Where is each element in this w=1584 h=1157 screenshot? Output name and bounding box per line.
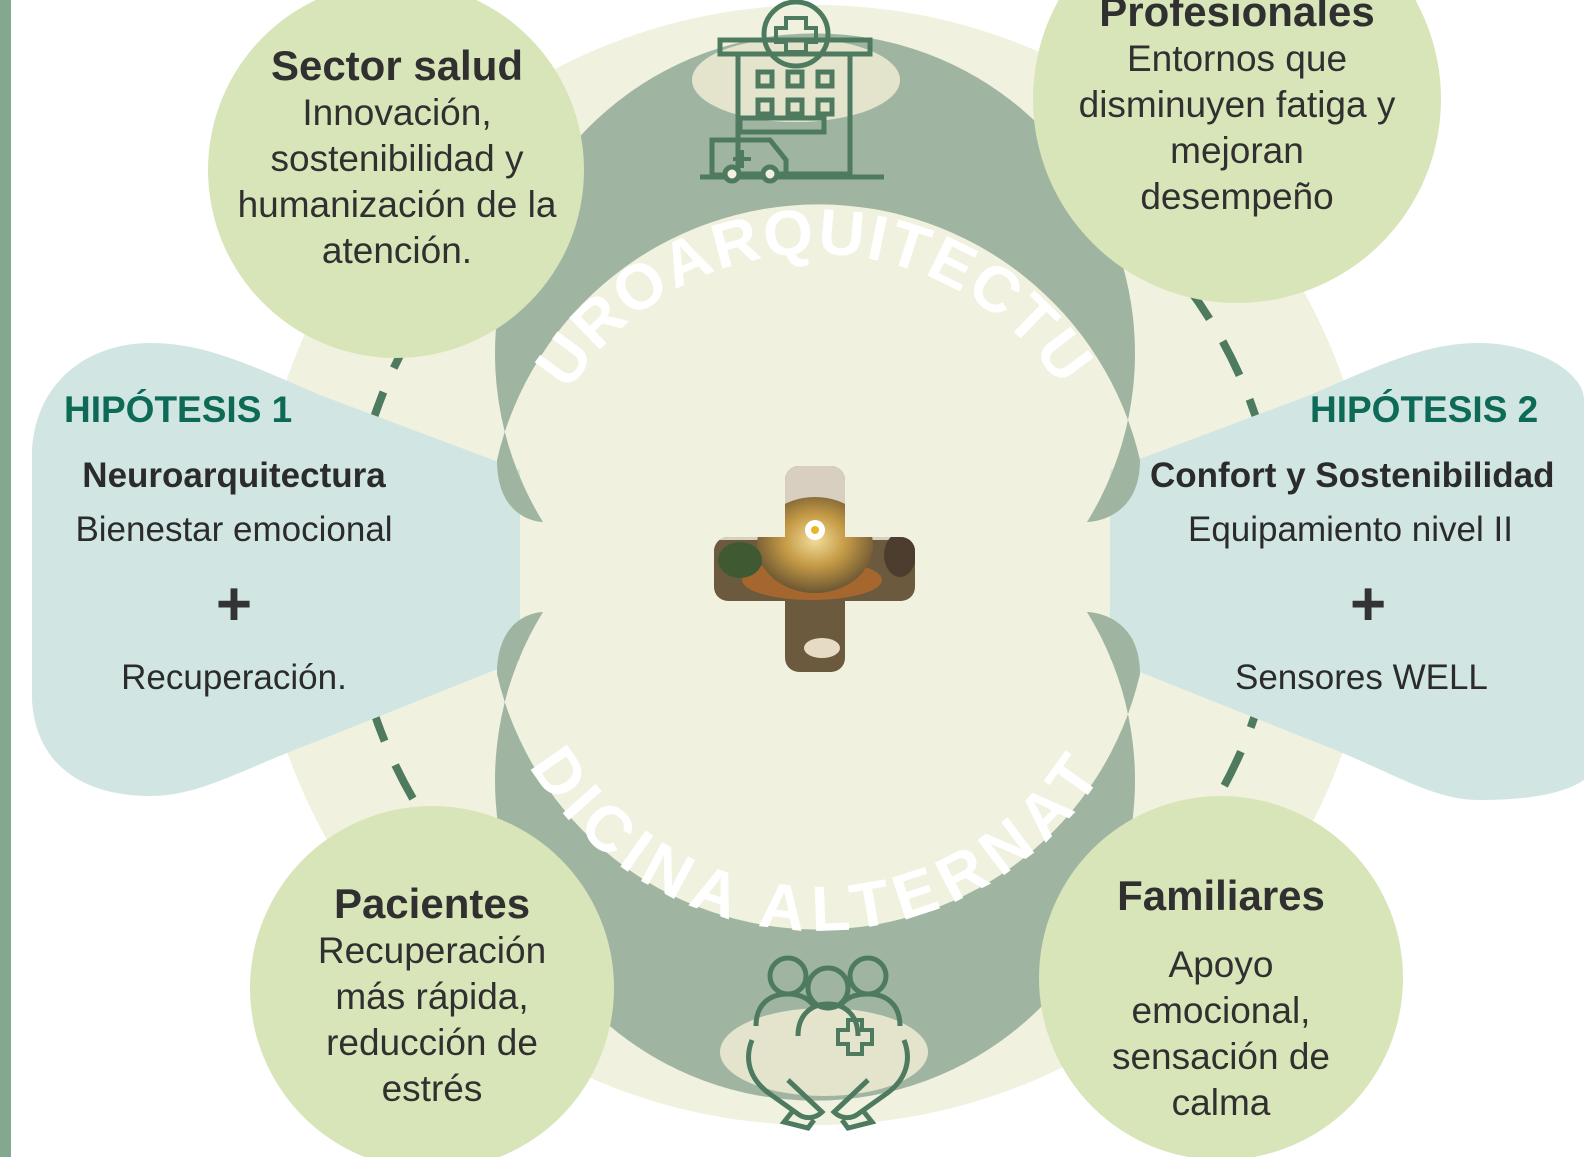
hypothesis-subtitle: Confort y Sostenibilidad — [1150, 456, 1555, 495]
hypothesis-line-1: Bienestar emocional — [75, 510, 393, 549]
bubble-profesionales-shape — [1033, 0, 1441, 303]
bubble-familiares-shape — [1039, 796, 1403, 1157]
hypothesis-label: HIPÓTESIS 1 — [64, 389, 293, 430]
bubble-body: Entornos que disminuyen fatiga y mejoran… — [1078, 38, 1396, 217]
bubble-sector-salud-shape — [208, 0, 584, 358]
bubble-pacientes-shape — [250, 806, 614, 1157]
bubble-pacientes: Pacientes Recuperación más rápida, reduc… — [262, 880, 602, 1112]
arc-band-top — [495, 33, 1141, 523]
hypothesis-2: HIPÓTESIS 2 Confort y Sostenibilidad Equ… — [1140, 388, 1584, 700]
bubble-profesionales: Profesionales Entornos que disminuyen fa… — [1047, 0, 1427, 220]
left-accent-strip — [0, 0, 11, 1157]
bubble-title: Pacientes — [333, 880, 531, 927]
plus-icon: + — [215, 570, 253, 639]
hypothesis-2-shape — [1110, 343, 1584, 800]
bubble-sector-salud: Sector salud Innovación, sostenibilidad … — [216, 42, 578, 274]
hypothesis-1: HIPÓTESIS 1 Neuroarquitectura Bienestar … — [44, 388, 424, 700]
bubble-title: Profesionales — [1099, 0, 1375, 35]
hypothesis-line-1: Equipamiento nivel II — [1188, 510, 1513, 549]
bubble-familiares: Familiares Apoyo emocional, sensación de… — [1051, 872, 1391, 1126]
hypothesis-subtitle: Neuroarquitectura — [82, 456, 386, 495]
bubble-body: Innovación, sostenibilidad y humanizació… — [237, 92, 557, 271]
bubble-body: Recuperación más rápida, reducción de es… — [317, 930, 547, 1109]
family-care-hands-icon — [720, 955, 928, 1131]
hypothesis-1-shape — [32, 343, 520, 796]
hypothesis-line-2: Sensores WELL — [1235, 658, 1488, 697]
arc-band-bottom — [495, 612, 1141, 1101]
plus-icon: + — [1350, 570, 1387, 639]
hypothesis-label: HIPÓTESIS 2 — [1310, 389, 1539, 430]
bubble-title: Sector salud — [270, 42, 524, 89]
hypothesis-line-2: Recuperación. — [121, 658, 347, 697]
hospital-ambulance-icon — [692, 0, 900, 184]
bubble-body: Apoyo emocional, sensación de calma — [1111, 944, 1331, 1123]
bubble-title: Familiares — [1117, 872, 1325, 919]
